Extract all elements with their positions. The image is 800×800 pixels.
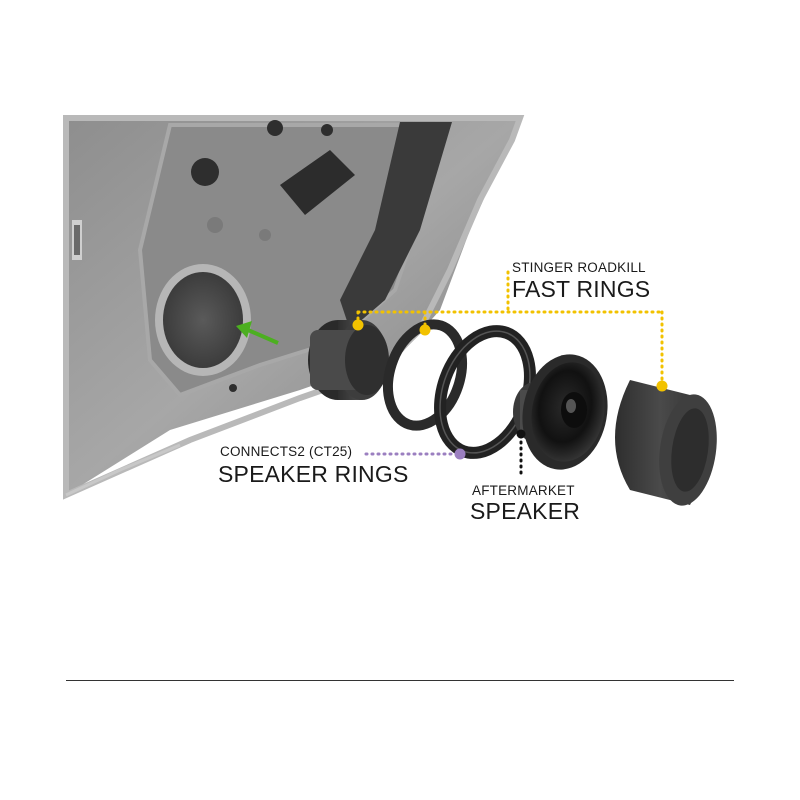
speaker-label-line1: AFTERMARKET	[472, 483, 575, 498]
fast-rings-label-line2: FAST RINGS	[512, 276, 651, 302]
speaker-callout	[516, 429, 526, 480]
fast-rings-callout	[352, 270, 668, 392]
bottom-divider	[66, 680, 734, 681]
car-door-panel	[63, 115, 525, 500]
speaker-ring-thin	[383, 319, 467, 431]
speaker-rings-label-line1: CONNECTS2 (CT25)	[220, 444, 353, 459]
speaker-label-line2: SPEAKER	[470, 498, 581, 524]
speaker-rings-callout	[364, 448, 466, 460]
arrow-left-icon	[236, 321, 279, 345]
fast-ring-right	[615, 380, 717, 506]
aftermarket-speaker	[513, 354, 608, 470]
fast-ring-left	[308, 320, 389, 400]
speaker-rings-label-line2: SPEAKER RINGS	[218, 461, 409, 487]
fast-rings-label-line1: STINGER ROADKILL	[512, 260, 646, 275]
